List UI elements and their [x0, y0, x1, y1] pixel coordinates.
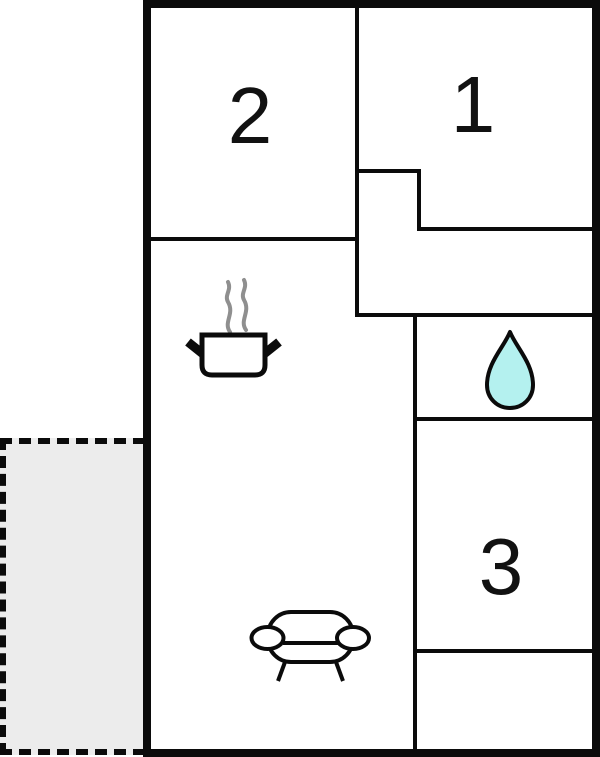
- steam-right-icon: [240, 278, 249, 332]
- cooking-pot-icon: [185, 278, 282, 378]
- wall-room1-step-top: [355, 169, 421, 173]
- wall-room3-south: [413, 649, 600, 653]
- sofa-armrest-left: [249, 625, 286, 651]
- wall-room2-room1-divider: [355, 0, 359, 317]
- building-outline: [143, 0, 600, 757]
- wall-living-east: [413, 313, 417, 752]
- sofa-leg-left: [276, 661, 287, 682]
- wall-room1-south: [417, 227, 600, 231]
- sofa-leg-right: [334, 661, 345, 682]
- water-drop-icon: [485, 330, 535, 410]
- room-1-label: 1: [450, 60, 496, 149]
- wall-bathroom-south: [413, 417, 600, 421]
- wall-room1-step-side: [417, 169, 421, 231]
- room-3-label: 3: [478, 522, 524, 611]
- sofa-icon: [249, 610, 371, 682]
- terrace-area: [0, 438, 145, 755]
- wall-hallway-south: [355, 313, 600, 317]
- room-2-label: 2: [227, 71, 273, 160]
- steam-left-icon: [224, 280, 233, 334]
- pot-body: [199, 332, 268, 378]
- wall-room2-south: [143, 237, 359, 241]
- sofa-armrest-right: [335, 625, 371, 651]
- water-drop-shape: [485, 330, 535, 410]
